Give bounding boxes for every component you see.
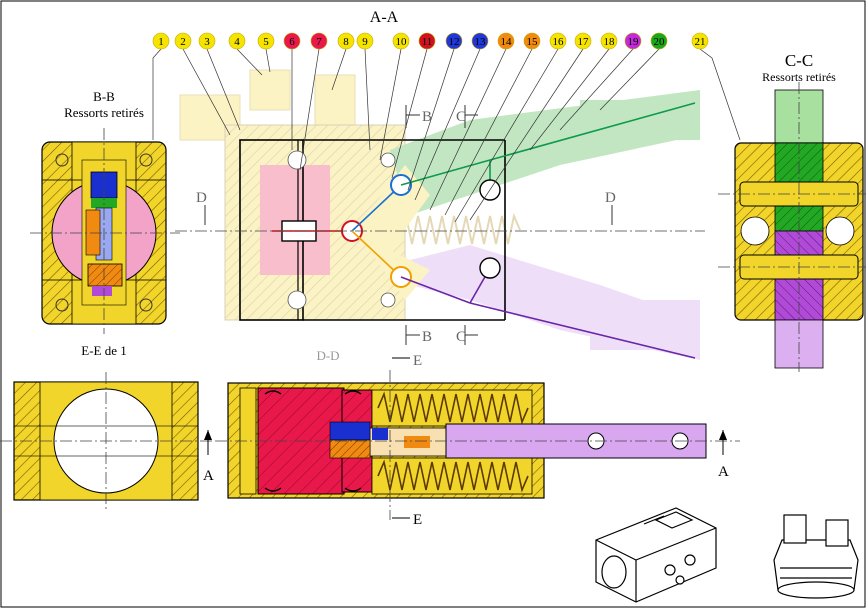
balloon-circle (600, 32, 618, 50)
balloon-label: 16 (553, 36, 565, 48)
section-ee-title: E-E de 1 (81, 343, 126, 358)
part-balloon-19: 19 (624, 32, 642, 50)
balloon-circle (624, 32, 642, 50)
section-ee-view (0, 372, 212, 512)
isometric-body-view (595, 507, 717, 603)
balloon-label: 6 (289, 36, 295, 48)
balloon-label: 18 (604, 36, 616, 48)
cut-letter-c-bottom: C (456, 329, 466, 345)
section-aa-title: A-A (370, 9, 399, 26)
part-balloon-11: 11 (418, 32, 436, 50)
balloon-label: 17 (578, 36, 590, 48)
balloon-circle (152, 32, 170, 50)
balloon-label: 9 (362, 36, 368, 48)
balloon-label: 15 (527, 36, 539, 48)
section-bb-view (30, 128, 180, 334)
part-balloon-3: 3 (198, 32, 216, 50)
balloon-label: 11 (422, 36, 433, 48)
section-bb-title: B-B (93, 89, 115, 104)
part-balloon-10: 10 (392, 32, 410, 50)
section-labels: A-A B-B Ressorts retirés C-C Ressorts re… (64, 9, 836, 363)
section-dd-view (215, 357, 740, 520)
balloon-label: 1 (158, 36, 164, 48)
part-balloon-13: 13 (471, 32, 489, 50)
balloon-circle (257, 32, 275, 50)
balloon-circle (549, 32, 567, 50)
part-balloon-9: 9 (356, 32, 374, 50)
section-cc-subtitle: Ressorts retirés (762, 70, 836, 84)
part-balloon-20: 20 (650, 32, 668, 50)
section-bb-subtitle: Ressorts retirés (64, 105, 144, 120)
balloon-label: 21 (695, 36, 706, 48)
balloon-label: 4 (234, 36, 240, 48)
part-balloon-17: 17 (574, 32, 592, 50)
part-balloon-1: 1 (152, 32, 170, 50)
leader-lines (152, 48, 741, 223)
part-balloon-21: 21 (691, 32, 709, 50)
part-balloon-4: 4 (228, 32, 246, 50)
balloon-circle (283, 32, 301, 50)
part-balloon-7: 7 (310, 32, 328, 50)
part-balloon-2: 2 (174, 32, 192, 50)
part-balloon-8: 8 (337, 32, 355, 50)
section-dd-title: D-D (316, 348, 339, 363)
balloon-circle (310, 32, 328, 50)
balloon-label: 10 (396, 36, 408, 48)
balloon-label: 12 (449, 36, 460, 48)
balloon-label: 5 (263, 36, 269, 48)
balloon-circle (337, 32, 355, 50)
balloon-circle (523, 32, 541, 50)
balloon-label: 20 (654, 36, 666, 48)
cut-letter-c-top: C (456, 109, 466, 125)
cut-letter-d-right: D (605, 190, 616, 206)
balloon-circle (574, 32, 592, 50)
balloon-label: 13 (475, 36, 487, 48)
balloon-circle (356, 32, 374, 50)
balloon-label: 8 (343, 36, 349, 48)
part-balloon-5: 5 (257, 32, 275, 50)
cut-letter-a-left: A (203, 468, 214, 484)
balloon-circle (497, 32, 515, 50)
cut-letter-a-right: A (718, 464, 729, 480)
part-balloon-15: 15 (523, 32, 541, 50)
balloon-circle (650, 32, 668, 50)
balloon-circle (392, 32, 410, 50)
balloon-circle (445, 32, 463, 50)
isometric-piston-view (773, 514, 859, 599)
balloon-circle (174, 32, 192, 50)
section-aa-view (175, 69, 705, 360)
balloon-label: 7 (316, 36, 322, 48)
section-cc-title: C-C (785, 51, 813, 70)
cut-letter-b-top: B (422, 109, 432, 125)
balloon-circle (228, 32, 246, 50)
balloon-circle (198, 32, 216, 50)
part-balloon-14: 14 (497, 32, 515, 50)
part-balloon-6: 6 (283, 32, 301, 50)
balloon-label: 14 (501, 36, 513, 48)
section-cc-view (718, 82, 866, 372)
part-balloon-12: 12 (445, 32, 463, 50)
cut-plane-letters: B C B C D D E (196, 109, 616, 369)
cut-letter-e-top: E (413, 353, 422, 369)
balloon-circle (691, 32, 709, 50)
cut-letter-b-bottom: B (422, 329, 432, 345)
balloon-label: 3 (204, 36, 210, 48)
part-balloon-16: 16 (549, 32, 567, 50)
balloon-label: 19 (628, 36, 640, 48)
balloon-circle (471, 32, 489, 50)
part-balloon-18: 18 (600, 32, 618, 50)
cut-letter-e-bottom: E (413, 512, 422, 528)
cut-letter-d-left: D (196, 190, 207, 206)
cut-plane-letters-dark: E A A (203, 464, 729, 528)
balloon-label: 2 (180, 36, 186, 48)
balloon-circle (418, 32, 436, 50)
